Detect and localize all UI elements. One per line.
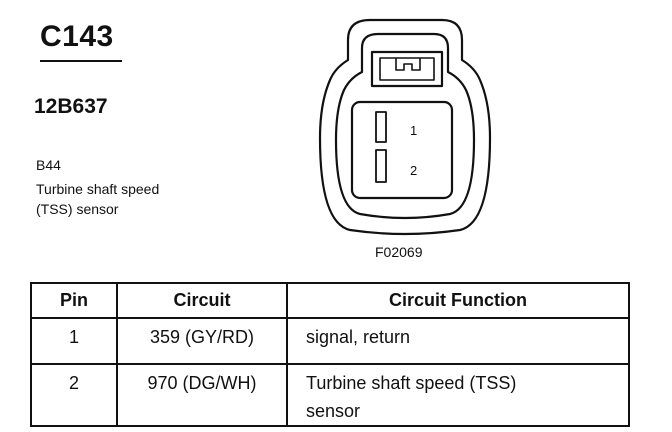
part-number: 12B637 <box>34 95 108 118</box>
connector-face-drawing: 1 2 <box>318 18 492 236</box>
pin-table: Pin Circuit Circuit Function 1 359 (GY/R… <box>30 282 630 427</box>
function-line2: sensor <box>306 401 361 421</box>
terminal-1 <box>375 111 387 143</box>
table-row: 2 970 (DG/WH) Turbine shaft speed (TSS) … <box>30 363 630 427</box>
connector-id: C143 <box>40 20 114 53</box>
terminal-2 <box>375 149 387 183</box>
connector-id-underline <box>40 60 122 62</box>
cell-circuit: 359 (GY/RD) <box>116 317 288 365</box>
cell-circuit-function: Turbine shaft speed (TSS) sensor <box>286 363 630 427</box>
function-line1: Turbine shaft speed (TSS) <box>306 373 517 393</box>
header-pin: Pin <box>30 282 118 319</box>
locking-tab <box>370 50 444 88</box>
connector-inner-housing <box>334 32 476 220</box>
header-circuit-function: Circuit Function <box>286 282 630 319</box>
cell-circuit: 970 (DG/WH) <box>116 363 288 427</box>
pin-cavity-body <box>350 100 454 200</box>
cell-pin: 2 <box>30 363 118 427</box>
component-name-line1: Turbine shaft speed <box>36 181 160 197</box>
function-line1: signal, return <box>306 327 411 347</box>
table-row: 1 359 (GY/RD) signal, return <box>30 317 630 365</box>
pin-label-1: 1 <box>410 123 417 138</box>
table-header-row: Pin Circuit Circuit Function <box>30 282 630 319</box>
figure-code: F02069 <box>375 244 423 260</box>
header-circuit: Circuit <box>116 282 288 319</box>
component-code: B44 <box>36 157 61 173</box>
connector-outer-housing <box>318 18 492 236</box>
pin-label-2: 2 <box>410 163 417 178</box>
cell-pin: 1 <box>30 317 118 365</box>
cell-circuit-function: signal, return <box>286 317 630 365</box>
component-name-line2: (TSS) sensor <box>36 201 119 217</box>
